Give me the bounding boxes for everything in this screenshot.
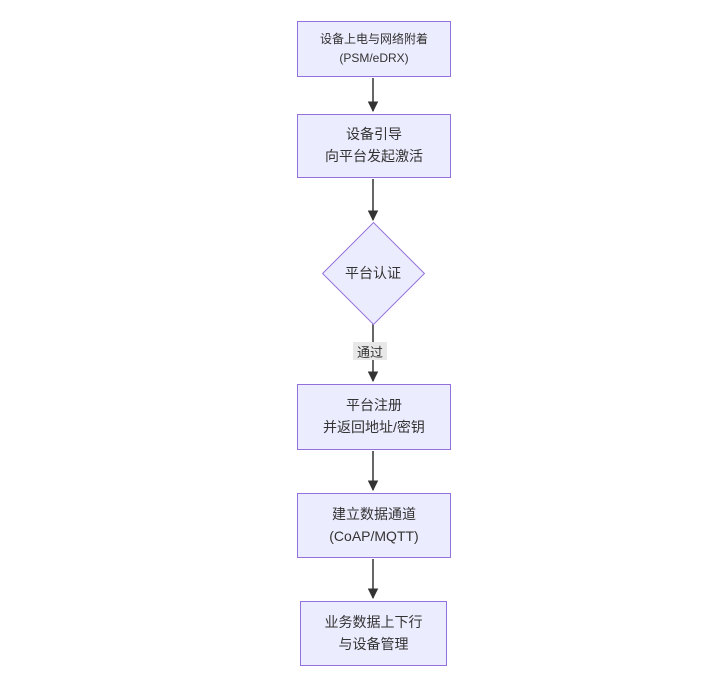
edge-label-pass: 通过 [353, 342, 387, 360]
node-power-attach-line2: (PSM/eDRX) [339, 51, 409, 65]
node-platform-auth-label: 平台认证 [345, 264, 401, 281]
node-bootstrap: 设备引导 向平台发起激活 [297, 114, 451, 178]
node-bootstrap-line1: 设备引导 [346, 126, 402, 143]
node-register-line1: 平台注册 [346, 397, 402, 414]
node-platform-auth: 平台认证 [321, 221, 426, 325]
node-business-data-line1: 业务数据上下行 [324, 613, 423, 630]
node-data-channel-line1: 建立数据通道 [332, 505, 416, 522]
node-data-channel-line2: (CoAP/MQTT) [329, 527, 419, 544]
node-power-attach-line1: 设备上电与网络附着 [319, 31, 428, 46]
node-business-data: 业务数据上下行 与设备管理 [300, 601, 447, 666]
node-data-channel: 建立数据通道 (CoAP/MQTT) [297, 493, 451, 558]
node-bootstrap-line2: 向平台发起激活 [325, 148, 423, 164]
node-business-data-line2: 与设备管理 [338, 635, 409, 652]
node-register-line2: 并返回地址/密钥 [323, 419, 425, 435]
node-register: 平台注册 并返回地址/密钥 [297, 384, 451, 450]
node-power-attach: 设备上电与网络附着 (PSM/eDRX) [297, 21, 451, 77]
